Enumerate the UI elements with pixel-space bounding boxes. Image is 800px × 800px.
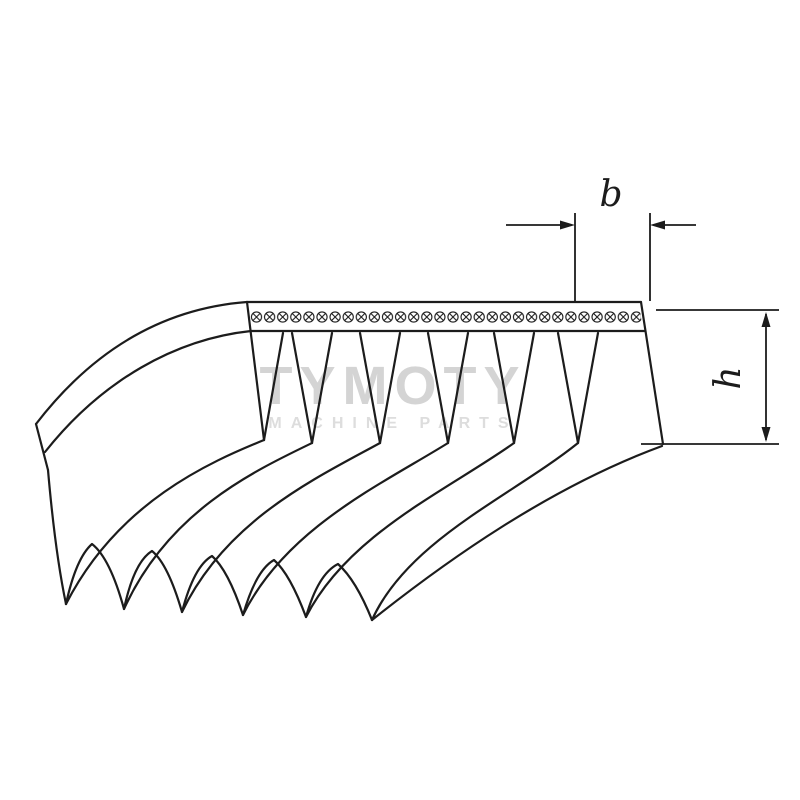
belt-drawing: [34, 300, 665, 622]
rib-ridge-curve: [304, 441, 516, 619]
band-wrap-curve: [43, 329, 253, 454]
arrow-down-icon: [761, 427, 771, 442]
belt-end-face: [34, 422, 50, 472]
watermark: TYMOTY MACHINE PARTS: [260, 356, 527, 432]
hatch-band: [249, 305, 643, 330]
belt-right-edge: [639, 300, 665, 446]
rib-ridge-curve: [180, 441, 382, 614]
rib-ridge-curve: [370, 441, 580, 622]
dimension-b-label: b: [599, 174, 622, 215]
dimension-h-label: h: [708, 366, 749, 389]
arrow-left-icon: [650, 220, 665, 230]
belt-left-edge: [245, 300, 266, 442]
rib-ridge-curve: [64, 438, 266, 606]
rib-edge-left: [262, 331, 285, 442]
arrow-up-icon: [761, 312, 771, 327]
rib-ridge-curve: [241, 441, 450, 617]
dimension-b: b: [506, 174, 696, 301]
watermark-brand: TYMOTY: [260, 356, 527, 416]
rib-tips-silhouette: [64, 542, 374, 622]
arrow-right-icon: [560, 220, 575, 230]
belt-outer-top-curve: [34, 300, 249, 426]
belt-near-bottom-edge: [370, 444, 664, 622]
belt-end-outer-curve: [46, 468, 68, 606]
rib: [556, 331, 600, 445]
dimension-h: h: [641, 309, 779, 445]
watermark-subtitle: MACHINE PARTS: [268, 415, 517, 432]
rib-ridge-curve: [122, 441, 314, 611]
